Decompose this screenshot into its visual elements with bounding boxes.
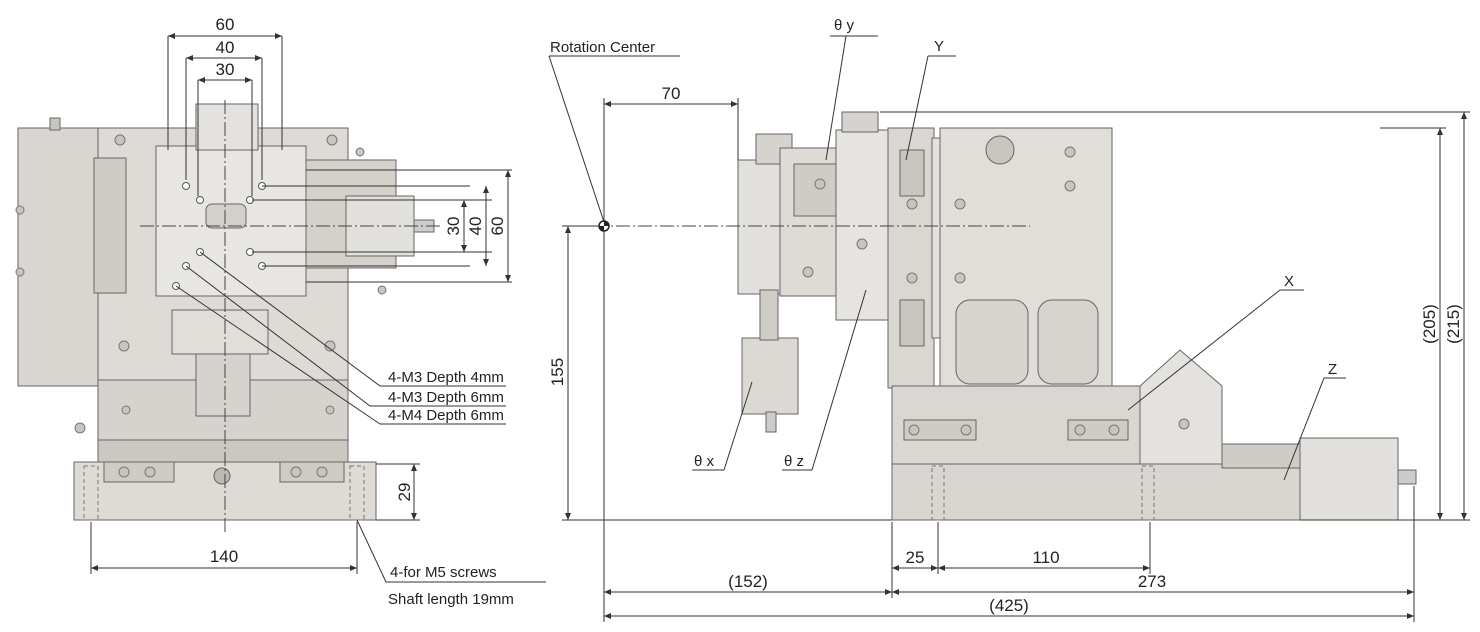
base-slot-right — [279, 461, 345, 483]
motor-knob — [49, 117, 61, 131]
z-shaft — [1397, 469, 1417, 485]
label-rotation-center: Rotation Center — [550, 39, 655, 56]
bottom-motor — [195, 351, 251, 417]
dim-right-40: 40 — [466, 217, 485, 236]
theta-x-shaft — [765, 411, 777, 433]
dim-top-40: 40 — [216, 38, 235, 57]
column-pocket-left — [955, 299, 1029, 385]
note-m4-depth6: 4-M4 Depth 6mm — [388, 407, 504, 424]
dim-right-30: 30 — [444, 217, 463, 236]
side-block — [93, 157, 127, 294]
dim-top-60: 60 — [216, 15, 235, 34]
note-m3-depth6: 4-M3 Depth 6mm — [388, 389, 504, 406]
x-motor-housing — [1139, 349, 1223, 467]
top-bracket — [195, 103, 259, 151]
z-guide — [1221, 443, 1301, 469]
dim-base-140: 140 — [210, 547, 238, 566]
y-clamp-bottom — [899, 299, 925, 347]
left-motor — [17, 127, 101, 387]
dim-len-110: 110 — [1032, 548, 1059, 567]
theta-z-motor — [793, 163, 843, 217]
theta-x-plate — [737, 159, 781, 295]
z-motor — [1299, 437, 1399, 521]
note-shaft-length: Shaft length 19mm — [388, 591, 514, 608]
column-pocket-right — [1037, 299, 1099, 385]
dim-height-205: (205) — [1420, 304, 1439, 344]
y-clamp-top — [899, 149, 925, 197]
column-hole — [985, 135, 1015, 165]
center-slot — [205, 203, 247, 229]
screw-heads — [15, 134, 387, 478]
label-theta-y: θ y — [834, 17, 855, 34]
theta-x-motor — [741, 337, 799, 415]
rail-block — [97, 439, 349, 463]
right-motor — [345, 195, 415, 257]
dim-top-30: 30 — [216, 60, 235, 79]
label-theta-z: θ z — [784, 453, 804, 470]
dim-height-215: (215) — [1444, 304, 1463, 344]
label-theta-x: θ x — [694, 453, 715, 470]
x-slot-left — [903, 419, 977, 441]
theta-x-arm — [759, 289, 779, 341]
base-hole — [213, 467, 231, 485]
side-view: Rotation Center 70 155 (205) (215) 25 11… — [548, 17, 1470, 622]
dim-len-25: 25 — [906, 548, 925, 567]
dim-len-273: 273 — [1138, 572, 1166, 591]
theta-y-top — [841, 111, 879, 133]
label-axis-x: X — [1284, 273, 1294, 290]
base-slot-left — [103, 461, 175, 483]
theta-y-plate — [835, 129, 891, 321]
bottom-bracket — [171, 309, 269, 355]
label-axis-y: Y — [934, 38, 944, 55]
dim-offset-70: 70 — [662, 84, 681, 103]
side-screw-heads — [802, 146, 1190, 436]
dim-len-425: (425) — [989, 596, 1029, 615]
dim-len-152: (152) — [728, 572, 768, 591]
dim-height-155: 155 — [548, 358, 567, 386]
dim-right-60: 60 — [488, 217, 507, 236]
note-m3-depth4: 4-M3 Depth 4mm — [388, 369, 504, 386]
note-screws: 4-for M5 screws — [390, 564, 497, 581]
label-axis-z: Z — [1328, 361, 1337, 378]
front-view: 60 40 30 30 40 60 29 140 — [15, 15, 546, 608]
dim-height-29: 29 — [395, 483, 414, 502]
z-base — [891, 463, 1301, 521]
